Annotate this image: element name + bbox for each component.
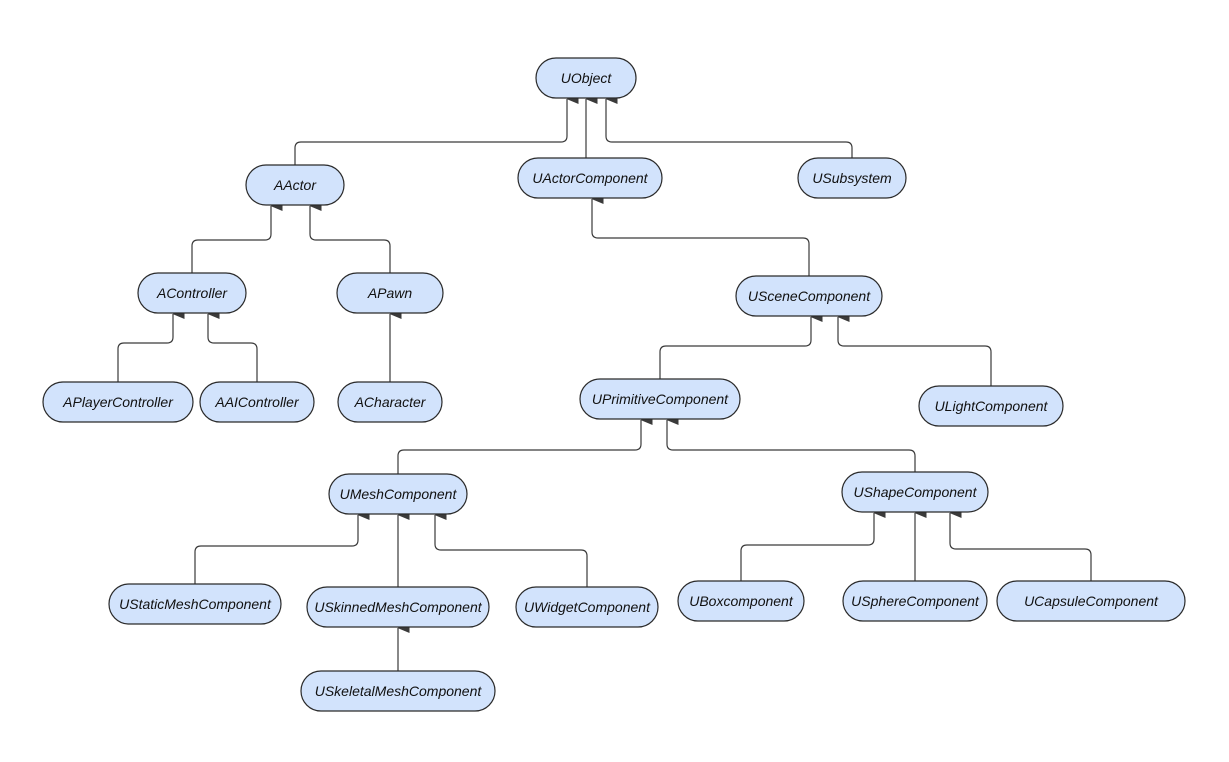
node-box-uboxcomponent xyxy=(677,580,805,622)
edge-umeshcomponent-to-uprimitivecomponent xyxy=(397,415,653,474)
node-label-uprimitivecomponent: UPrimitiveComponent xyxy=(592,391,729,407)
edge-uwidgetcomponent-to-umeshcomponent xyxy=(434,510,588,587)
node-box-ushapecomponent xyxy=(841,471,989,513)
node-ucapsulecomponent: UCapsuleComponent xyxy=(996,580,1186,622)
edge-uprimitivecomponent-to-uscenecomponent xyxy=(659,312,823,379)
node-label-ucapsulecomponent: UCapsuleComponent xyxy=(1024,593,1159,609)
node-label-uactorcomponent: UActorComponent xyxy=(532,170,648,186)
node-label-uskinnedmeshcomponent: USkinnedMeshComponent xyxy=(314,599,482,615)
node-box-acontroller xyxy=(137,272,247,314)
node-umeshcomponent: UMeshComponent xyxy=(328,473,468,515)
node-box-acharacter xyxy=(337,381,443,423)
node-uscenecomponent: USceneComponent xyxy=(735,275,883,317)
edge-ushapecomponent-to-uprimitivecomponent xyxy=(666,415,916,472)
node-label-ushapecomponent: UShapeComponent xyxy=(854,484,978,500)
node-box-aplayercontroller xyxy=(42,381,194,423)
node-box-aactor xyxy=(245,164,345,206)
node-label-aplayercontroller: APlayerController xyxy=(62,394,174,410)
inheritance-edges xyxy=(117,94,1092,671)
node-label-aaicontroller: AAIController xyxy=(214,394,300,410)
node-box-usubsystem xyxy=(797,157,907,199)
node-label-ustaticmeshcomponent: UStaticMeshComponent xyxy=(119,596,272,612)
edge-aaicontroller-to-acontroller xyxy=(207,309,258,382)
node-aaicontroller: AAIController xyxy=(199,381,315,423)
edge-uscenecomponent-to-uactorcomponent xyxy=(591,194,810,276)
node-label-uskeletalmeshcomponent: USkeletalMeshComponent xyxy=(315,683,483,699)
node-acharacter: ACharacter xyxy=(337,381,443,423)
node-label-usubsystem: USubsystem xyxy=(812,170,892,186)
node-aactor: AActor xyxy=(245,164,345,206)
node-label-uboxcomponent: UBoxcomponent xyxy=(689,593,794,609)
edge-ulightcomponent-to-uscenecomponent xyxy=(837,312,992,386)
node-box-uspherecomponent xyxy=(842,580,988,622)
node-label-uspherecomponent: USphereComponent xyxy=(851,593,980,609)
node-ustaticmeshcomponent: UStaticMeshComponent xyxy=(108,583,282,625)
node-label-apawn: APawn xyxy=(367,285,413,301)
node-box-umeshcomponent xyxy=(328,473,468,515)
node-ushapecomponent: UShapeComponent xyxy=(841,471,989,513)
node-box-apawn xyxy=(336,272,444,314)
node-label-acharacter: ACharacter xyxy=(354,394,427,410)
node-label-aactor: AActor xyxy=(273,177,317,193)
node-label-umeshcomponent: UMeshComponent xyxy=(340,486,458,502)
edge-uboxcomponent-to-ushapecomponent xyxy=(740,508,886,581)
node-label-ulightcomponent: ULightComponent xyxy=(935,398,1049,414)
node-box-uprimitivecomponent xyxy=(579,378,741,420)
node-box-ulightcomponent xyxy=(918,385,1064,427)
node-acontroller: AController xyxy=(137,272,247,314)
edge-acontroller-to-aactor xyxy=(191,201,283,273)
edge-apawn-to-aactor xyxy=(309,201,391,273)
node-uskeletalmeshcomponent: USkeletalMeshComponent xyxy=(300,670,496,712)
node-uprimitivecomponent: UPrimitiveComponent xyxy=(579,378,741,420)
node-label-acontroller: AController xyxy=(156,285,228,301)
node-label-uscenecomponent: USceneComponent xyxy=(748,288,871,304)
node-box-ustaticmeshcomponent xyxy=(108,583,282,625)
edge-aactor-to-uobject xyxy=(294,94,579,165)
edge-usubsystem-to-uobject xyxy=(605,94,853,158)
node-uboxcomponent: UBoxcomponent xyxy=(677,580,805,622)
node-box-uskinnedmeshcomponent xyxy=(306,586,490,628)
node-apawn: APawn xyxy=(336,272,444,314)
node-box-uskeletalmeshcomponent xyxy=(300,670,496,712)
node-label-uobject: UObject xyxy=(561,70,613,86)
edge-ucapsulecomponent-to-ushapecomponent xyxy=(949,508,1092,581)
edge-aplayercontroller-to-acontroller xyxy=(117,309,185,382)
node-box-uscenecomponent xyxy=(735,275,883,317)
node-aplayercontroller: APlayerController xyxy=(42,381,194,423)
node-usubsystem: USubsystem xyxy=(797,157,907,199)
node-uobject: UObject xyxy=(535,57,637,99)
node-box-aaicontroller xyxy=(199,381,315,423)
node-label-uwidgetcomponent: UWidgetComponent xyxy=(524,599,651,615)
node-box-ucapsulecomponent xyxy=(996,580,1186,622)
node-box-uobject xyxy=(535,57,637,99)
node-uactorcomponent: UActorComponent xyxy=(517,157,663,199)
node-uskinnedmeshcomponent: USkinnedMeshComponent xyxy=(306,586,490,628)
node-box-uwidgetcomponent xyxy=(515,586,659,628)
node-box-uactorcomponent xyxy=(517,157,663,199)
node-ulightcomponent: ULightComponent xyxy=(918,385,1064,427)
node-uwidgetcomponent: UWidgetComponent xyxy=(515,586,659,628)
node-uspherecomponent: USphereComponent xyxy=(842,580,988,622)
edge-ustaticmeshcomponent-to-umeshcomponent xyxy=(194,510,370,584)
